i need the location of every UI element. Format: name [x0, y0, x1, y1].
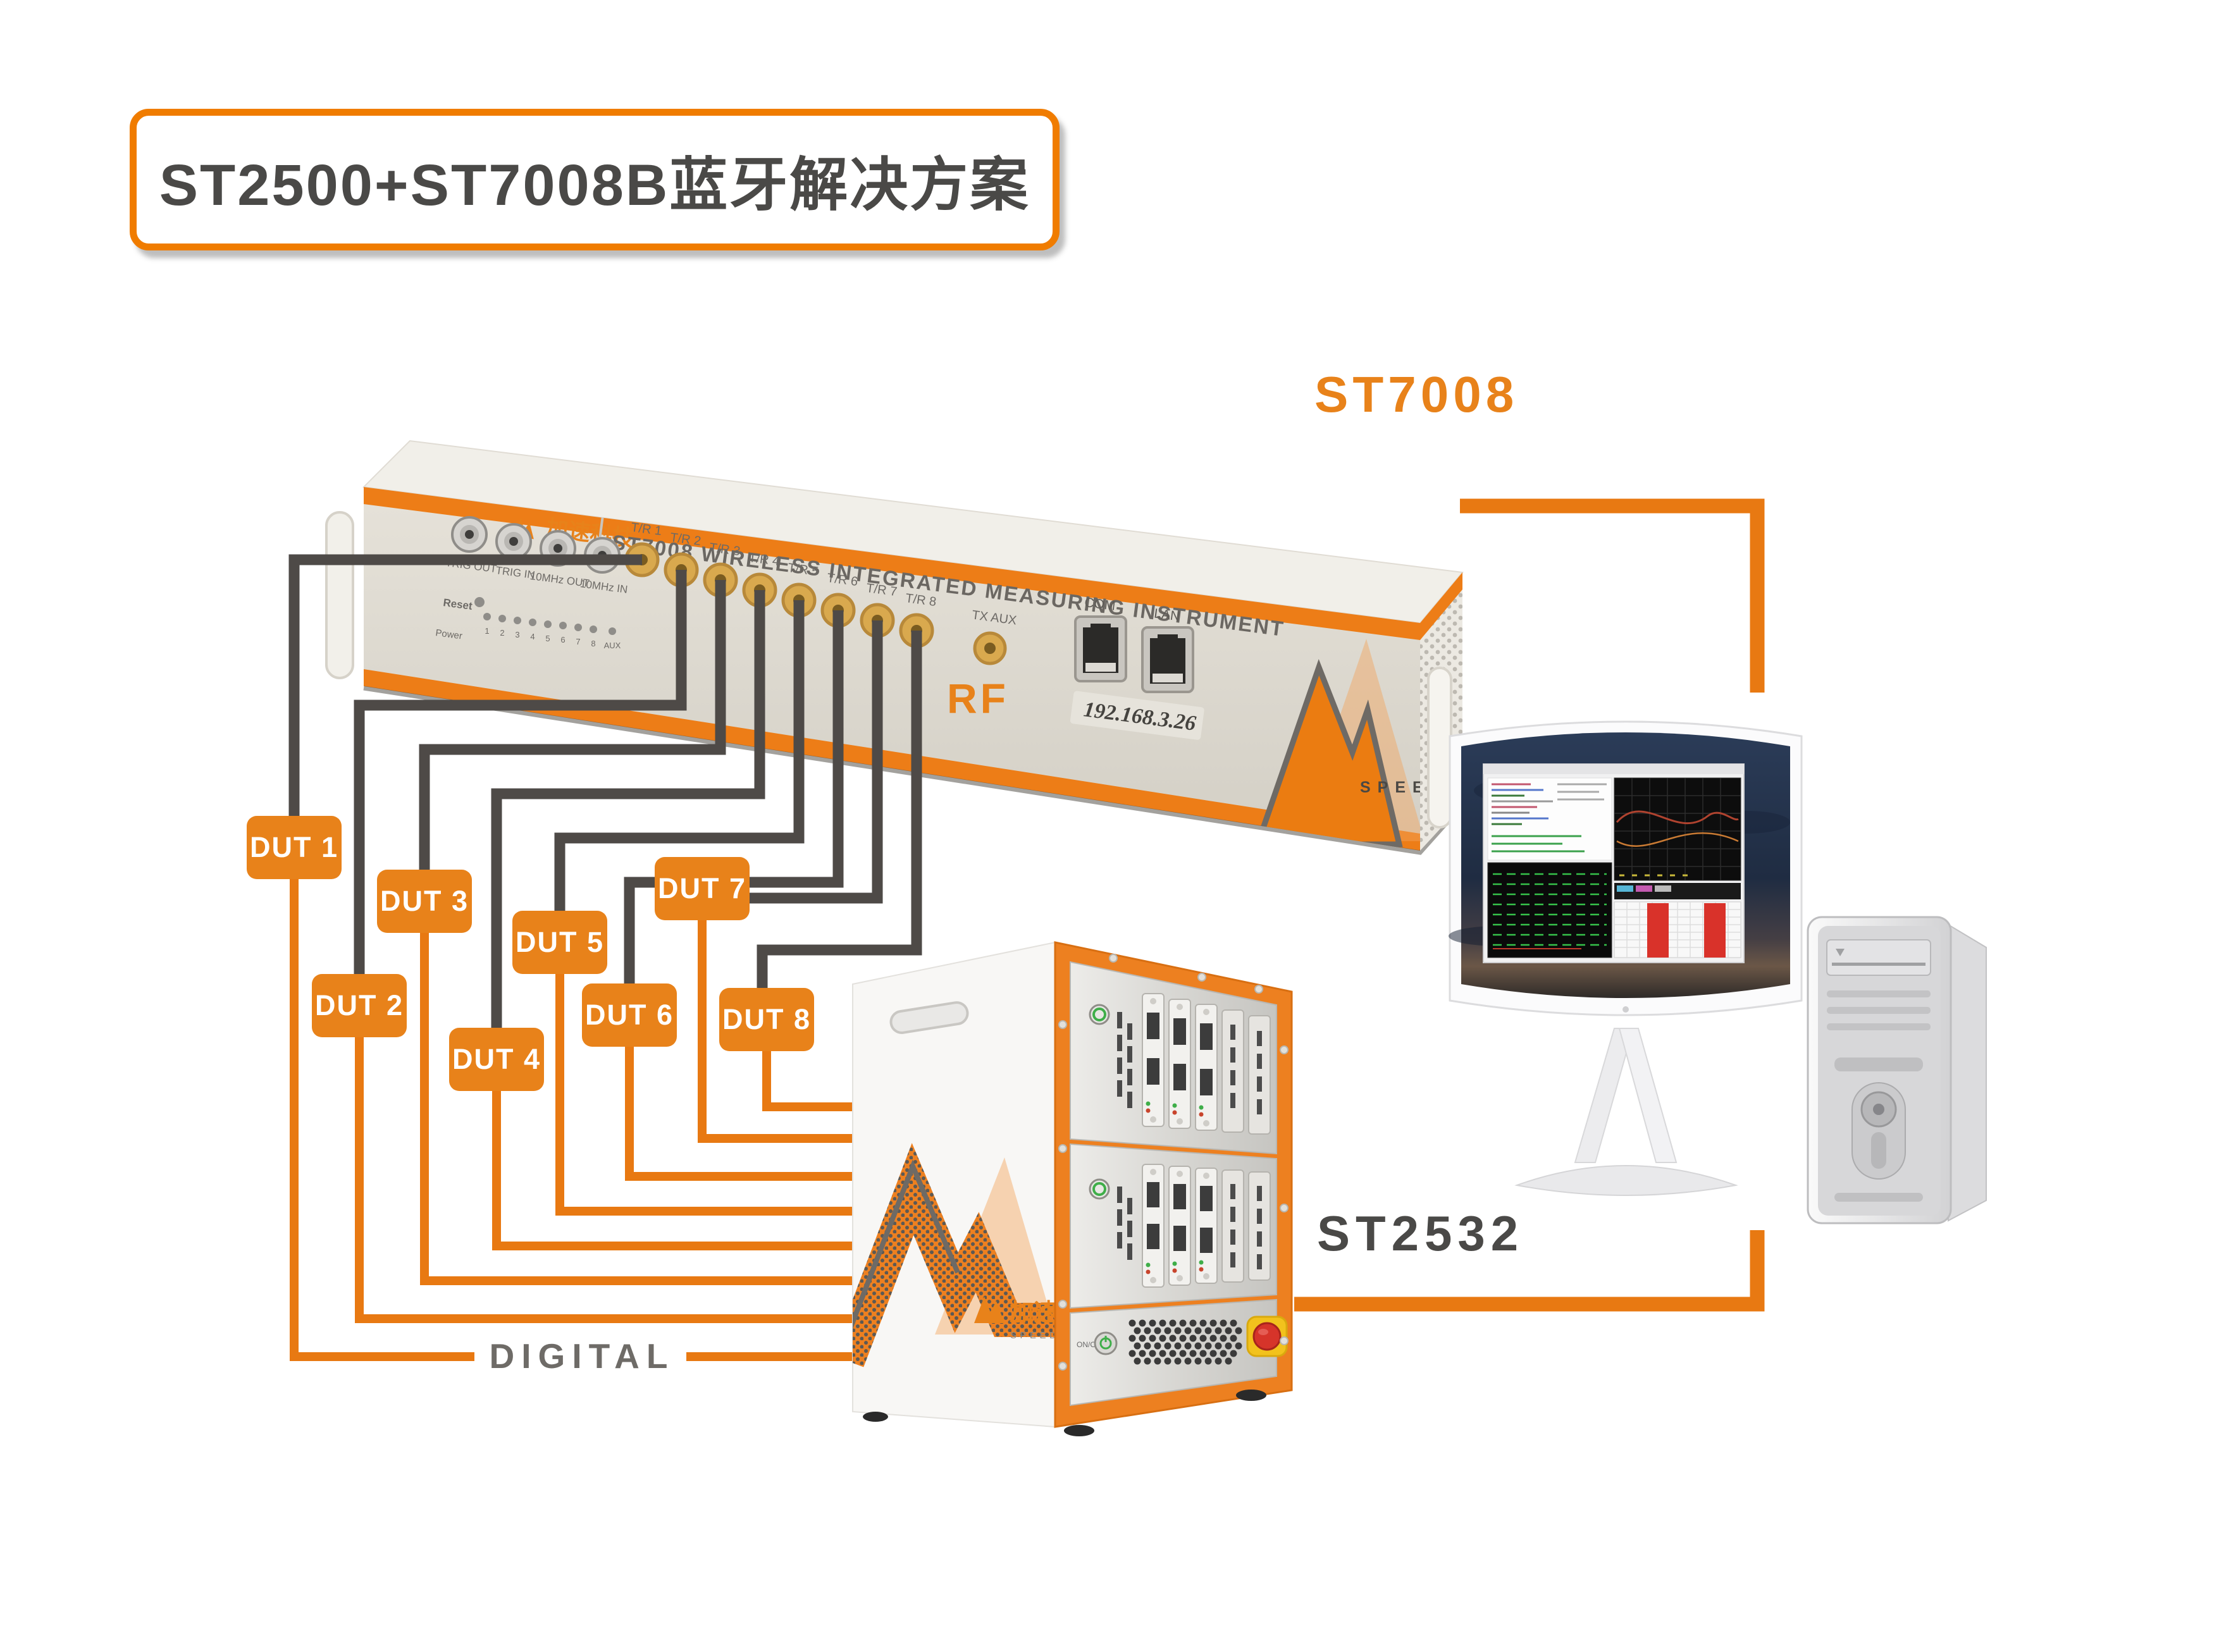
software-listing-panel: [1487, 777, 1612, 861]
svg-text:AUX: AUX: [604, 641, 621, 650]
rf-cable-2: [354, 570, 687, 974]
svg-text:3: 3: [515, 630, 519, 639]
svg-text:5: 5: [545, 634, 550, 643]
rf-cable-1: [288, 554, 642, 816]
dut-1-box: DUT 1: [247, 816, 342, 879]
status-leds: 1 2 3 4 5 6 7 8 AUX: [483, 613, 621, 650]
digital-cable-8: [762, 1051, 862, 1111]
svg-text:7: 7: [576, 637, 580, 646]
st2532-bay1-content: [1089, 993, 1271, 1135]
tr8-port: T/R 8: [899, 591, 937, 648]
rf-cable-3: [419, 580, 726, 870]
pc-monitor: [1449, 720, 1803, 1196]
st2532-power-button: [1094, 1331, 1118, 1355]
rf-cable-8: [757, 631, 922, 988]
power-label: Power: [435, 627, 462, 641]
st7008-front-panel: [364, 487, 1420, 851]
st7008-top-stripe: [364, 487, 1420, 640]
test-software-window: [1483, 763, 1745, 963]
emergency-stop-button: [1246, 1316, 1288, 1357]
digital-cable-1a: [290, 879, 474, 1361]
svg-text:4: 4: [530, 632, 535, 641]
digital-cable-3: [420, 933, 862, 1285]
reset-button: [474, 597, 485, 607]
svg-text:8: 8: [591, 639, 595, 648]
st7008-callout: ST7008: [1314, 366, 1519, 422]
st2532-callout: ST2532: [1317, 1205, 1524, 1261]
st7008-right-handle: [1427, 667, 1452, 829]
rf-cable-4: [491, 590, 765, 1028]
st2532-bay2-content: [1089, 1164, 1271, 1288]
dut-2-box: DUT 2: [312, 974, 407, 1037]
digital-bus-label: DIGITAL: [489, 1336, 675, 1376]
st2532-bottom-content: ON/OFF: [1077, 1316, 1288, 1365]
title-banner: ST2500+ST7008B蓝牙解决方案: [130, 109, 1060, 250]
digital-cable-6: [625, 1047, 862, 1181]
lan-port: LAN: [1141, 607, 1194, 693]
rf-bus-label: RF: [947, 675, 1009, 722]
st2532-handle: [889, 1001, 969, 1034]
software-waveform-panel: [1487, 862, 1612, 958]
digital-cable-5: [555, 974, 862, 1216]
monitor-stand-base: [1514, 1165, 1738, 1196]
software-table-panel: [1614, 901, 1741, 958]
digital-cable-7: [698, 920, 862, 1143]
dut-4-box: DUT 4: [449, 1028, 544, 1091]
digital-cable-4: [492, 1091, 862, 1250]
st7008-side-mark: SPEED: [1360, 779, 1449, 796]
svg-text:2: 2: [500, 628, 504, 638]
software-chart-panel: [1614, 777, 1741, 899]
st7008-bottom-stripe: [364, 669, 1420, 851]
dut-5-box: DUT 5: [512, 911, 607, 974]
svg-text:1: 1: [485, 626, 489, 636]
svg-text:LAN: LAN: [1153, 607, 1180, 624]
rf-cables: [288, 554, 922, 1028]
page-title: ST2500+ST7008B蓝牙解决方案: [159, 152, 1030, 218]
rf-cable-7: [750, 620, 883, 904]
st2532-tester: 加速科技 SPEEDCURY: [852, 941, 1293, 1436]
svg-text:6: 6: [560, 635, 565, 644]
optical-drive-bay: [1826, 939, 1931, 976]
digital-cable-2: [355, 1037, 862, 1323]
com-port: COM: [1074, 595, 1127, 682]
front-lock-plate: [1851, 1082, 1906, 1180]
st7008-left-handle: [325, 511, 354, 679]
dut-7-box: DUT 7: [655, 857, 750, 920]
rf-cable-5: [554, 600, 805, 911]
dut-6-box: DUT 6: [582, 983, 677, 1047]
digital-cables: [290, 879, 862, 1361]
dut-8-box: DUT 8: [719, 988, 814, 1051]
pc-tower: [1807, 916, 1987, 1224]
dut-3-box: DUT 3: [377, 870, 472, 933]
